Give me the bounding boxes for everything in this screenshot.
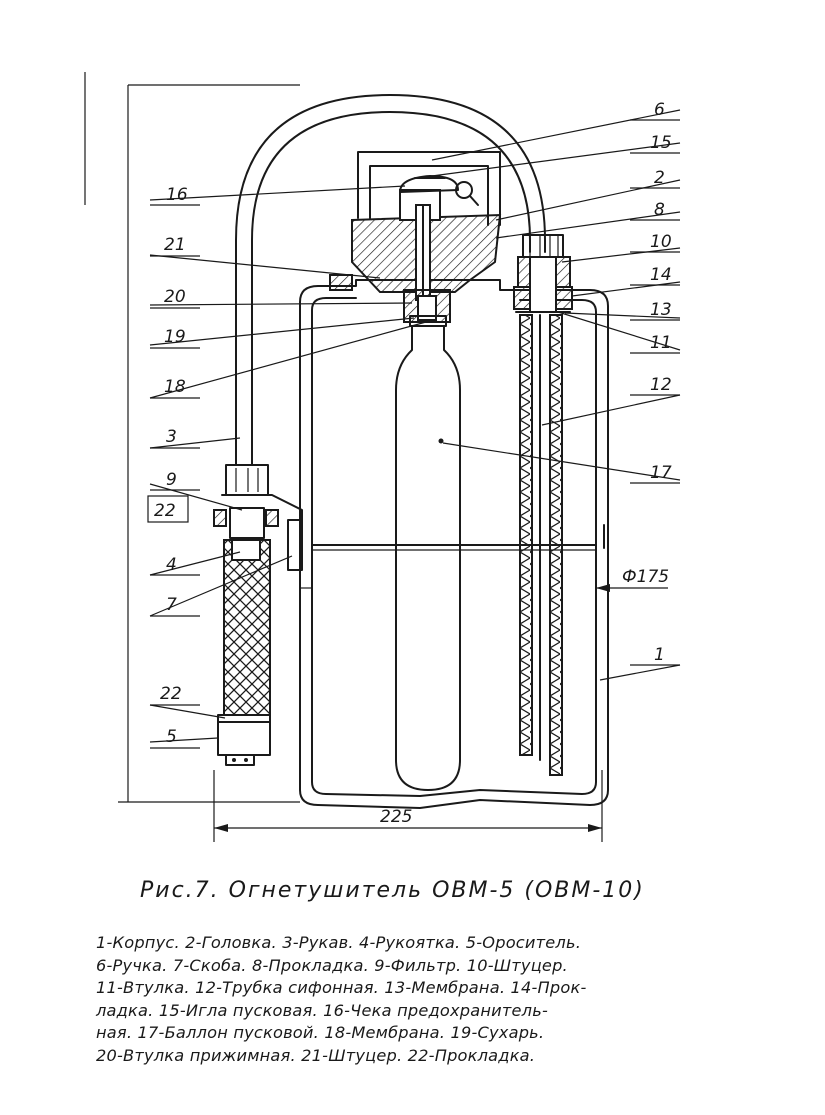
extinguisher-body	[299, 279, 609, 809]
callout-8: 8	[654, 200, 665, 220]
legend-line: 11-Втулка. 12-Трубка сифонная. 13-Мембра…	[96, 978, 587, 997]
callout-4: 4	[166, 555, 177, 575]
callout-11: 11	[650, 333, 672, 353]
callout-5: 5	[166, 727, 177, 747]
diameter-dimension	[300, 584, 668, 592]
legend-line: 6-Ручка. 7-Скоба. 8-Прокладка. 9-Фильтр.…	[96, 955, 568, 975]
valve-block	[403, 289, 451, 327]
callout-9: 9	[166, 470, 177, 490]
callout-18: 18	[164, 377, 186, 397]
callout-22a: 22	[154, 501, 176, 521]
callout-14: 14	[650, 265, 672, 285]
callout-20: 20	[164, 287, 186, 307]
legend-line: 1-Корпус. 2-Головка. 3-Рукав. 4-Рукоятка…	[96, 933, 582, 952]
callout-15: 15	[650, 133, 672, 153]
launch-cylinder	[395, 325, 461, 791]
legend-line: 20-Втулка прижимная. 21-Штуцер. 22-Прокл…	[96, 1045, 536, 1065]
callout-12: 12	[650, 375, 672, 395]
callout-2: 2	[654, 168, 665, 188]
leader-lines	[149, 109, 681, 743]
nozzle-assembly	[213, 464, 303, 766]
callout-3: 3	[166, 427, 177, 447]
callout-22b: 22	[160, 684, 182, 704]
safety-pin	[399, 175, 479, 206]
callout-7: 7	[166, 595, 177, 615]
diameter-label: Ф175	[622, 567, 669, 587]
hose	[235, 94, 546, 466]
head	[329, 189, 502, 301]
label-underlines	[147, 119, 680, 749]
handle	[357, 151, 501, 226]
callout-10: 10	[650, 232, 672, 252]
callout-6: 6	[654, 100, 665, 120]
callout-16: 16	[166, 185, 188, 205]
parts-legend: 1-Корпус. 2-Головка. 3-Рукав. 4-Рукоятка…	[96, 932, 786, 1067]
width-label: 225	[380, 807, 412, 827]
legend-line: ная. 17-Баллон пусковой. 18-Мембрана. 19…	[96, 1023, 545, 1042]
figure-caption: Рис.7. Огнетушитель ОВМ-5 (ОВМ-10)	[140, 878, 645, 903]
callout-13: 13	[650, 300, 672, 320]
height-dimension	[84, 72, 300, 803]
width-dimension	[213, 770, 603, 842]
callout-labels: 6 15 16 2 8 21 10 14 20 13 19 11 18 12 3…	[154, 100, 672, 827]
callout-1: 1	[654, 645, 665, 665]
callout-21: 21	[164, 235, 186, 255]
siphon-assembly	[513, 234, 573, 776]
legend-line: ладка. 15-Игла пусковая. 16-Чека предохр…	[96, 1000, 548, 1020]
callout-17: 17	[650, 463, 672, 483]
callout-19: 19	[164, 327, 186, 347]
